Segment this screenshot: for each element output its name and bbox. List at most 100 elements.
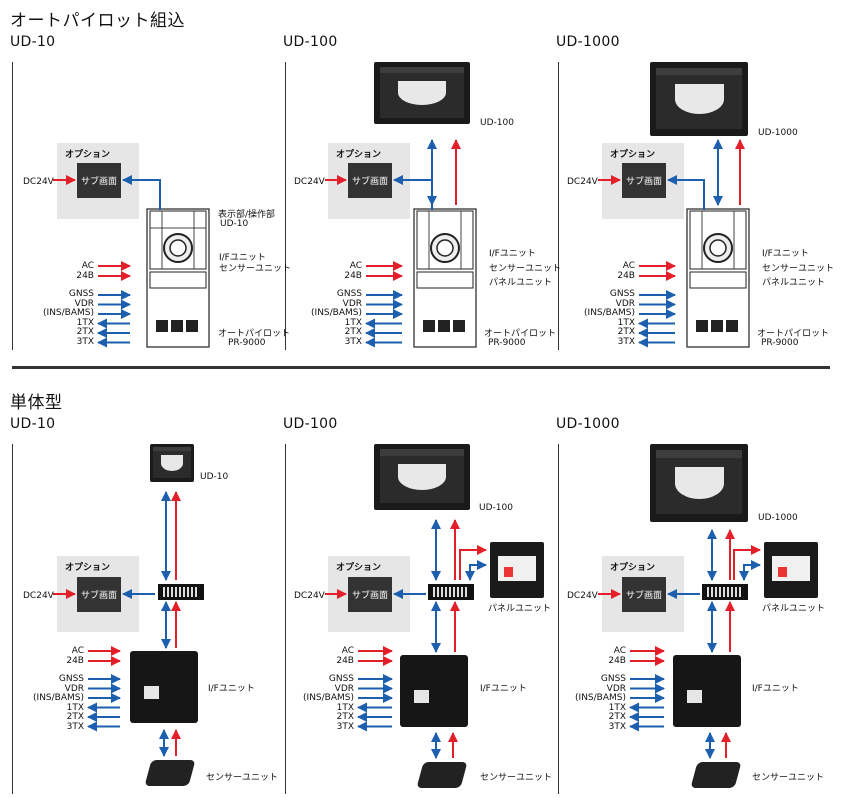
autopilot-pr9000-icon [686, 208, 750, 348]
ud1000-display [650, 62, 748, 136]
power-input-ac: AC [81, 261, 94, 271]
io-port-1tx: 1TX [66, 702, 84, 713]
power-input-ac: AC [341, 646, 354, 656]
power-label-dc24v: DC24V [23, 591, 54, 601]
option-label: オプション [610, 563, 656, 573]
io-port-1tx: 1TX [617, 317, 635, 328]
column-title-ud10: UD-10 [10, 416, 56, 432]
io-port-2tx: 2TX [608, 712, 626, 722]
io-port-2tx: 2TX [617, 327, 635, 337]
power-input-ac: AC [613, 646, 626, 656]
io-port-vdr: VDR [606, 683, 626, 694]
sub-screen-box: サブ画面 [77, 163, 121, 198]
option-label: オプション [65, 150, 111, 160]
panel-link-arrow [739, 560, 761, 581]
terminal-block [158, 584, 204, 600]
io-port-ins-bams: (INS/BAMS) [43, 308, 94, 318]
if-unit-box [400, 655, 468, 727]
io-port-3tx: 3TX [336, 721, 354, 732]
io-port-gnss: GNSS [609, 289, 635, 299]
power-input-ac: AC [349, 261, 362, 271]
subscreen-link-arrow [122, 175, 161, 210]
power-label-dc24v: DC24V [567, 177, 598, 187]
column-divider [558, 444, 559, 794]
io-port-3tx: 3TX [344, 336, 362, 347]
autopilot-label: オートパイロット [218, 329, 291, 339]
column-title-ud10: UD-10 [10, 34, 56, 50]
sensor-unit-label: センサーユニット [489, 264, 562, 274]
panel-unit-label: パネルユニット [489, 278, 553, 288]
power-input-24b: 24B [336, 656, 354, 666]
power-input-ac: AC [622, 261, 635, 271]
terminal-block [428, 584, 474, 600]
autopilot-label: オートパイロット [757, 329, 830, 339]
display-header [379, 66, 465, 74]
panel-unit-label: パネルユニット [762, 278, 826, 288]
ud100-label: UD-100 [479, 503, 513, 513]
power-label-dc24v: DC24V [567, 591, 598, 601]
io-port-1tx: 1TX [76, 317, 94, 328]
io-port-vdr: VDR [342, 298, 362, 309]
io-port-1tx: 1TX [336, 702, 354, 713]
display-header [152, 447, 192, 451]
io-port-1tx: 1TX [344, 317, 362, 328]
io-port-3tx: 3TX [66, 721, 84, 732]
ud100-label: UD-100 [480, 118, 514, 128]
if-unit-label: I/Fユニット [219, 253, 266, 263]
display-op-label: 表示部/操作部 [218, 210, 276, 220]
arrow-group [53, 139, 761, 759]
sub-screen-box: サブ画面 [348, 163, 392, 198]
option-label: オプション [336, 150, 382, 160]
sensor-unit-label: センサーユニット [762, 264, 835, 274]
io-port-2tx: 2TX [336, 712, 354, 722]
power-input-24b: 24B [617, 271, 635, 281]
subscreen-link-arrow [667, 175, 705, 210]
power-input-ac: AC [71, 646, 84, 656]
power-input-24b: 24B [608, 656, 626, 666]
column-divider [558, 62, 559, 350]
sub-screen-box: サブ画面 [348, 577, 392, 612]
panel-link-arrow [465, 560, 487, 581]
sensor-unit-label: センサーユニット [752, 773, 825, 783]
ud100-display [374, 62, 470, 124]
io-port-3tx: 3TX [617, 336, 635, 347]
io-port-gnss: GNSS [328, 674, 354, 684]
autopilot-pr9000-graphic [146, 208, 210, 348]
if-unit-label: I/Fユニット [480, 684, 527, 694]
autopilot-model-label: PR-9000 [228, 338, 266, 348]
io-port-ins-bams: (INS/BAMS) [575, 693, 626, 703]
power-input-24b: 24B [66, 656, 84, 666]
io-port-3tx: 3TX [608, 721, 626, 732]
ud100-display [374, 444, 470, 510]
column-title-ud100: UD-100 [283, 416, 338, 432]
autopilot-model-label: PR-9000 [761, 338, 799, 348]
if-unit-label: I/Fユニット [762, 249, 809, 259]
if-unit-label: I/Fユニット [752, 684, 799, 694]
io-port-gnss: GNSS [68, 289, 94, 299]
column-title-ud1000: UD-1000 [556, 34, 620, 50]
io-port-1tx: 1TX [608, 702, 626, 713]
io-port-3tx: 3TX [76, 336, 94, 347]
column-title-ud100: UD-100 [283, 34, 338, 50]
io-port-vdr: VDR [74, 298, 94, 309]
io-port-vdr: VDR [64, 683, 84, 694]
sensor-unit-label: センサーユニット [480, 773, 553, 783]
power-label-dc24v: DC24V [294, 177, 325, 187]
io-port-2tx: 2TX [66, 712, 84, 722]
autopilot-model-label: PR-9000 [488, 338, 526, 348]
column-divider [285, 62, 286, 350]
panel-unit-label: パネルユニット [488, 604, 552, 614]
io-port-ins-bams: (INS/BAMS) [311, 308, 362, 318]
ud1000-label: UD-1000 [758, 128, 798, 138]
ud10-display [150, 444, 194, 482]
panel-unit-label: パネルユニット [762, 604, 826, 614]
power-input-24b: 24B [344, 271, 362, 281]
sub-screen-box: サブ画面 [622, 577, 666, 612]
section-title-standalone: 単体型 [10, 393, 63, 413]
io-port-vdr: VDR [334, 683, 354, 694]
autopilot-pr9000-icon [413, 208, 477, 348]
sensor-unit-label: センサーユニット [206, 773, 279, 783]
autopilot-pr9000-graphic [686, 208, 750, 348]
io-port-ins-bams: (INS/BAMS) [303, 693, 354, 703]
